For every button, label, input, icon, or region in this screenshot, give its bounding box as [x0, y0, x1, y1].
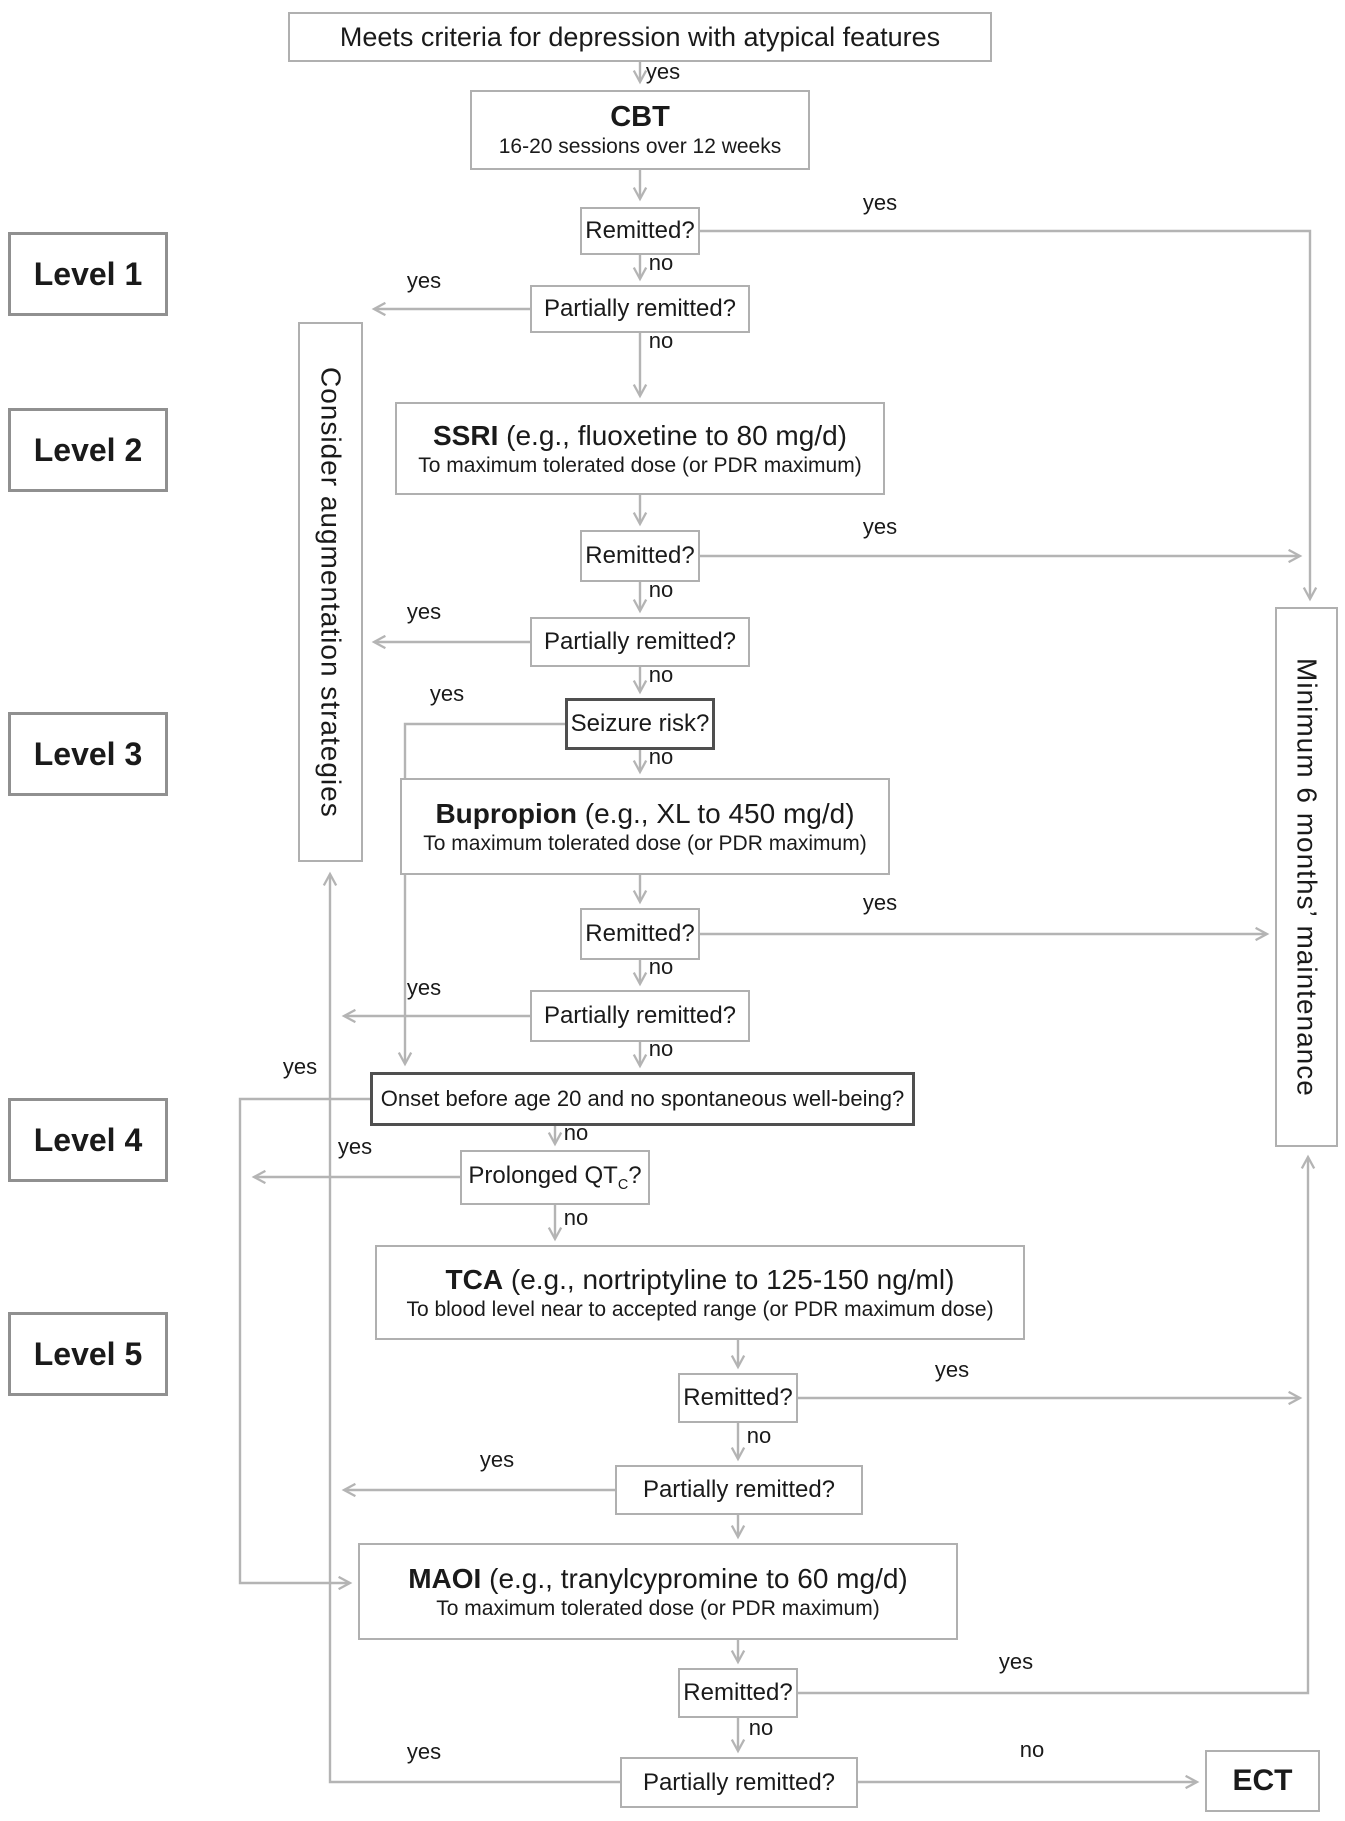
- remitted-level1-text: Remitted?: [585, 217, 695, 244]
- edge-label-no: no: [648, 328, 674, 353]
- node-remitted-level4: Remitted?: [678, 1373, 798, 1423]
- edge-label-yes: yes: [406, 1739, 442, 1764]
- qtc-text-post: ?: [628, 1162, 642, 1190]
- remitted-level4-text: Remitted?: [683, 1384, 793, 1411]
- qtc-text-sub: C: [617, 1176, 629, 1193]
- edge-seizure-onset: [397, 722, 565, 1067]
- partially-remitted-level3-text: Partially remitted?: [543, 1002, 737, 1029]
- edge-label-yes: yes: [282, 1054, 318, 1079]
- ssri-title: SSRI (e.g., fluoxetine to 80 mg/d): [433, 418, 847, 453]
- maoi-title-bold: MAOI: [408, 1563, 482, 1595]
- bupropion-title-rest: (e.g., XL to 450 mg/d): [576, 798, 855, 830]
- edge-label-no: no: [746, 1423, 772, 1448]
- edge-label-yes: yes: [998, 1649, 1034, 1674]
- level-4-label: Level 4: [8, 1098, 168, 1182]
- edge-label-no: no: [648, 954, 674, 979]
- node-partially-remitted-level5: Partially remitted?: [620, 1757, 858, 1808]
- bupropion-title: Bupropion (e.g., XL to 450 mg/d): [435, 796, 854, 831]
- edge-onset-maoi: [238, 1097, 370, 1591]
- seizure-risk-text: Seizure risk?: [570, 710, 710, 737]
- maintenance-note: Minimum 6 months’ maintenance: [1275, 607, 1338, 1147]
- bupropion-subtitle: To maximum tolerated dose (or PDR maximu…: [423, 832, 867, 856]
- edge-label-yes: yes: [862, 190, 898, 215]
- node-partially-remitted-level4: Partially remitted?: [615, 1465, 863, 1515]
- level-2-label: Level 2: [8, 408, 168, 492]
- ssri-subtitle: To maximum tolerated dose (or PDR maximu…: [418, 454, 862, 478]
- entry-criteria-text: Meets criteria for depression with atypi…: [339, 21, 941, 52]
- node-ssri: SSRI (e.g., fluoxetine to 80 mg/d) To ma…: [395, 402, 885, 495]
- onset-before-20-text: Onset before age 20 and no spontaneous w…: [380, 1086, 905, 1111]
- node-maoi: MAOI (e.g., tranylcypromine to 60 mg/d) …: [358, 1543, 958, 1640]
- node-remitted-level5: Remitted?: [678, 1668, 798, 1718]
- edge-label-yes: yes: [429, 681, 465, 706]
- node-partially-remitted-level2: Partially remitted?: [530, 617, 750, 667]
- maoi-subtitle: To maximum tolerated dose (or PDR maximu…: [436, 1597, 880, 1621]
- remitted-level2-text: Remitted?: [585, 542, 695, 569]
- edge-label-yes: yes: [406, 975, 442, 1000]
- node-remitted-level2: Remitted?: [580, 530, 700, 582]
- node-cbt: CBT 16-20 sessions over 12 weeks: [470, 90, 810, 170]
- edge-label-no: no: [1019, 1737, 1045, 1762]
- edge-label-yes: yes: [406, 268, 442, 293]
- bupropion-title-bold: Bupropion: [435, 798, 577, 830]
- edge-label-yes: yes: [645, 59, 681, 84]
- node-ect: ECT: [1205, 1750, 1320, 1812]
- level-1-label: Level 1: [8, 232, 168, 316]
- edge-label-yes: yes: [479, 1447, 515, 1472]
- tca-title-rest: (e.g., nortriptyline to 125-150 ng/ml): [503, 1264, 955, 1296]
- maoi-title: MAOI (e.g., tranylcypromine to 60 mg/d): [408, 1561, 908, 1596]
- edge-label-no: no: [648, 662, 674, 687]
- ssri-title-bold: SSRI: [433, 420, 499, 452]
- tca-subtitle: To blood level near to accepted range (o…: [406, 1298, 994, 1322]
- cbt-subtitle: 16-20 sessions over 12 weeks: [498, 134, 782, 158]
- ect-title: ECT: [1232, 1764, 1293, 1797]
- node-remitted-level3: Remitted?: [580, 908, 700, 960]
- edge-label-no: no: [648, 1036, 674, 1061]
- level-5-label: Level 5: [8, 1312, 168, 1396]
- remitted-level3-text: Remitted?: [585, 920, 695, 947]
- node-partially-remitted-level3: Partially remitted?: [530, 990, 750, 1042]
- ssri-title-rest: (e.g., fluoxetine to 80 mg/d): [498, 420, 847, 452]
- prolonged-qtc-text: Prolonged QTC?: [468, 1162, 641, 1193]
- edge-label-no: no: [648, 250, 674, 275]
- edge-label-no: no: [648, 577, 674, 602]
- level-3-label: Level 3: [8, 712, 168, 796]
- partially-remitted-level4-text: Partially remitted?: [642, 1476, 836, 1503]
- edge-label-no: no: [563, 1120, 589, 1145]
- tca-title: TCA (e.g., nortriptyline to 125-150 ng/m…: [446, 1262, 955, 1297]
- node-bupropion: Bupropion (e.g., XL to 450 mg/d) To maxi…: [400, 778, 890, 875]
- node-onset-before-20: Onset before age 20 and no spontaneous w…: [370, 1072, 915, 1126]
- edge-label-yes: yes: [862, 514, 898, 539]
- node-prolonged-qtc: Prolonged QTC?: [460, 1150, 650, 1205]
- qtc-text-pre: Prolonged QT: [468, 1162, 618, 1190]
- edge-label-yes: yes: [337, 1134, 373, 1159]
- node-partially-remitted-level1: Partially remitted?: [530, 285, 750, 333]
- augmentation-strategies-note: Consider augmentation strategies: [298, 322, 363, 862]
- partially-remitted-level5-text: Partially remitted?: [642, 1768, 836, 1796]
- tca-title-bold: TCA: [445, 1264, 504, 1296]
- edge-label-no: no: [748, 1715, 774, 1740]
- edge-label-yes: yes: [934, 1357, 970, 1382]
- partially-remitted-level2-text: Partially remitted?: [543, 628, 737, 655]
- node-entry-criteria: Meets criteria for depression with atypi…: [288, 12, 992, 62]
- node-seizure-risk: Seizure risk?: [565, 698, 715, 750]
- edge-label-no: no: [563, 1205, 589, 1230]
- node-remitted-level1: Remitted?: [580, 207, 700, 255]
- edge-label-yes: yes: [406, 599, 442, 624]
- edge-remitted1-maintenance: [700, 229, 1318, 602]
- edge-remitted5-maintenance: [798, 1154, 1316, 1695]
- partially-remitted-level1-text: Partially remitted?: [543, 295, 737, 322]
- edge-label-yes: yes: [862, 890, 898, 915]
- maoi-title-rest: (e.g., tranylcypromine to 60 mg/d): [481, 1563, 908, 1595]
- node-tca: TCA (e.g., nortriptyline to 125-150 ng/m…: [375, 1245, 1025, 1340]
- cbt-title: CBT: [610, 100, 670, 133]
- edge-label-no: no: [648, 744, 674, 769]
- remitted-level5-text: Remitted?: [683, 1679, 793, 1706]
